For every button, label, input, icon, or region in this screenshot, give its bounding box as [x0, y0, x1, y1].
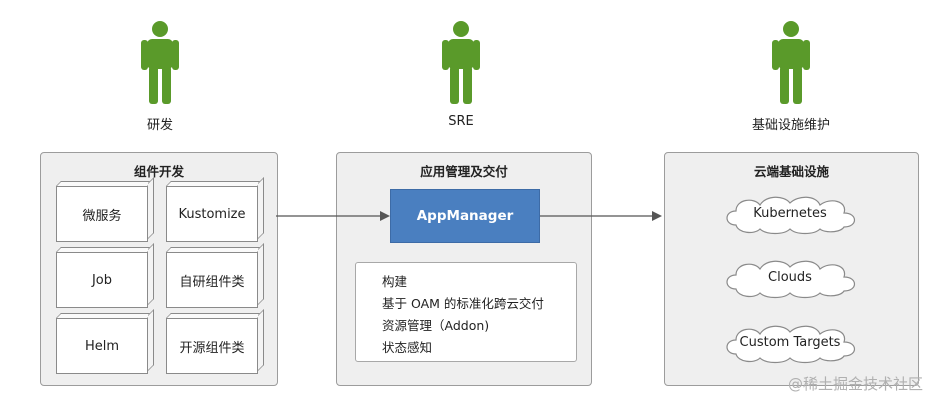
component-job: Job — [56, 252, 148, 308]
cloud-kubernetes: Kubernetes — [753, 205, 827, 221]
appmanager-box: AppManager — [390, 189, 540, 243]
cloud-clouds: Clouds — [768, 269, 812, 285]
arrow-to-cloud — [540, 211, 662, 221]
watermark: @稀土掘金技术社区 — [787, 375, 923, 393]
cloud-icon — [726, 260, 856, 299]
app-delivery-panel-title: 应用管理及交付 — [420, 164, 508, 179]
person-icon — [772, 21, 810, 104]
cloud-custom-targets: Custom Targets — [739, 334, 841, 350]
component-microservice: 微服务 — [56, 186, 148, 242]
person-icon — [442, 21, 480, 104]
component-kustomize: Kustomize — [166, 186, 258, 242]
cloud-icon — [726, 325, 856, 364]
person-icon — [141, 21, 179, 104]
capabilities-box: 构建 基于 OAM 的标准化跨云交付 资源管理（Addon) 状态感知 — [355, 262, 577, 362]
cloud-panel-title: 云端基础设施 — [753, 164, 829, 179]
capability-item: 状态感知 — [382, 340, 433, 355]
component-helm: Helm — [56, 318, 148, 374]
role-infra-label: 基础设施维护 — [751, 118, 830, 133]
dev-panel-title: 组件开发 — [133, 164, 184, 179]
capability-item: 构建 — [382, 274, 408, 289]
capability-item: 基于 OAM 的标准化跨云交付 — [382, 296, 544, 311]
component-opensource: 开源组件类 — [166, 318, 258, 374]
role-dev-label: 研发 — [146, 118, 173, 133]
role-sre-label: SRE — [448, 114, 474, 129]
arrow-to-appmanager — [276, 211, 390, 221]
component-custom: 自研组件类 — [166, 252, 258, 308]
cloud-icon — [726, 196, 856, 235]
capability-item: 资源管理（Addon) — [382, 318, 490, 333]
